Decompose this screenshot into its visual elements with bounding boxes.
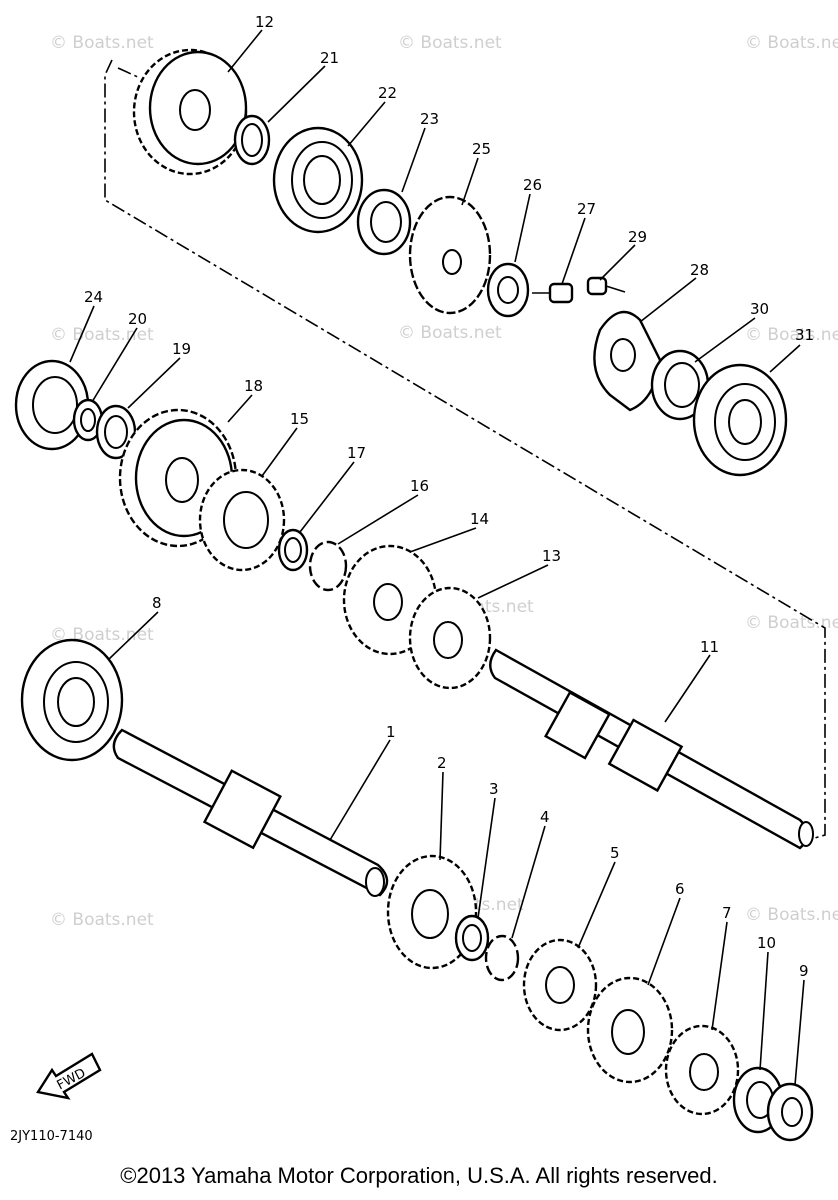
watermark: © Boats.net [745,613,838,633]
label-20: 20 [128,310,147,328]
label-22: 22 [378,84,397,102]
part-19-washer [95,404,137,460]
part-16-circlip [308,540,348,592]
label-6: 6 [675,880,685,898]
part-22-bearing [272,126,364,234]
part-30-oil-seal [650,349,710,421]
watermark: © Boats.net [50,325,154,345]
part-23-oil-seal [356,188,412,256]
part-28-plate [593,310,662,412]
label-21: 21 [320,49,339,67]
part-27-bolt [532,282,574,304]
label-23: 23 [420,110,439,128]
label-12: 12 [255,13,274,31]
part-5-gear [522,938,598,1032]
part-15-gear [198,468,286,572]
label-10: 10 [757,934,776,952]
leader-lines [69,29,805,1086]
label-27: 27 [577,200,596,218]
watermark: © Boats.net [745,33,838,53]
part-13-gear [408,586,492,690]
label-29: 29 [628,228,647,246]
part-17-washer [277,528,309,572]
part-25-sprocket [408,195,492,315]
part-code: 2JY110-7140 [10,1129,93,1144]
label-4: 4 [540,808,550,826]
label-1: 1 [386,723,396,741]
fwd-arrow: FWD [36,1052,102,1100]
part-4-circlip [484,934,520,982]
label-25: 25 [472,140,491,158]
label-7: 7 [722,904,732,922]
watermark: © Boats.net [50,33,154,53]
part-labels: 12 21 22 23 25 26 27 29 28 30 31 24 20 1… [84,13,814,980]
label-9: 9 [799,962,809,980]
watermark: © Boats.net [745,325,838,345]
part-24-bearing [14,359,90,451]
part-2-gear [386,854,478,970]
watermark: © Boats.net [398,323,502,343]
label-13: 13 [542,547,561,565]
label-24: 24 [84,288,103,306]
label-31: 31 [795,326,814,344]
part-9-nut [766,1082,814,1142]
part-21-washer [233,114,271,166]
watermark: © Boats.net [745,905,838,925]
label-17: 17 [347,444,366,462]
part-31-bearing [692,363,788,477]
part-7-gear [664,1024,740,1116]
part-12-gear [132,48,248,176]
label-3: 3 [489,780,499,798]
label-8: 8 [152,594,162,612]
copyright-footer: ©2013 Yamaha Motor Corporation, U.S.A. A… [120,1163,718,1188]
label-2: 2 [437,754,447,772]
part-26-lock-washer [486,262,530,318]
label-11: 11 [700,638,719,656]
watermark: © Boats.net [50,910,154,930]
label-28: 28 [690,261,709,279]
label-5: 5 [610,844,620,862]
part-8-bearing [20,638,124,762]
label-15: 15 [290,410,309,428]
label-14: 14 [470,510,489,528]
assembly-guide-lines [104,59,826,841]
watermark: © Boats.net [398,33,502,53]
label-30: 30 [750,300,769,318]
label-18: 18 [244,377,263,395]
part-3-washer [454,914,490,962]
label-16: 16 [410,477,429,495]
part-11-drive-axle [489,648,814,850]
part-6-gear [586,976,674,1084]
part-1-main-axle [112,728,389,897]
part-29-screw [586,276,626,296]
label-19: 19 [172,340,191,358]
label-26: 26 [523,176,542,194]
